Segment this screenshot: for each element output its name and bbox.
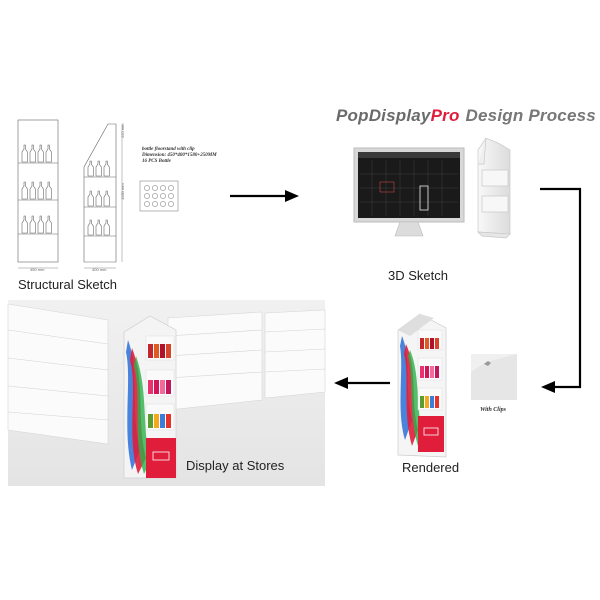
sketch-note-line1: bottle floorstand with clip	[142, 147, 195, 152]
rendered-stand	[397, 313, 447, 458]
caption-3d-sketch: 3D Sketch	[388, 268, 448, 283]
brand-pro: Pro	[430, 106, 460, 125]
front-view-sketch	[17, 119, 59, 269]
clip-detail	[471, 354, 517, 400]
caption-display-at-stores: Display at Stores	[186, 458, 285, 473]
brand-subtitle: Design Process	[465, 106, 596, 125]
store-scene	[7, 300, 326, 486]
sketch-note-line3: 16 PCS Bottle	[142, 159, 171, 164]
caption-structural-sketch: Structural Sketch	[18, 277, 117, 292]
white-stand-3d	[477, 137, 511, 239]
sketch-note-line2: Dimension: 450*400*1580+250MM	[142, 153, 217, 158]
dim-header: 250 mm	[120, 123, 125, 138]
rendered-bottles	[420, 338, 439, 408]
store-stand	[123, 315, 177, 479]
bottle-layout-grid	[139, 180, 179, 212]
arrow-sketch-to-3d	[230, 190, 299, 202]
monitor	[353, 147, 465, 237]
side-view-sketch	[83, 123, 123, 269]
arrow-rendered-to-stores	[334, 377, 390, 389]
dim-width-front: 450 mm	[30, 267, 45, 272]
arrow-3d-to-rendered	[540, 187, 582, 393]
clip-label: With Clips	[480, 407, 506, 413]
brand-name: PopDisplay	[336, 106, 431, 125]
brand-title: PopDisplayPro Design Process	[336, 106, 596, 126]
caption-rendered: Rendered	[402, 460, 460, 475]
front-bottles	[21, 144, 52, 234]
dim-width-side: 400 mm	[92, 267, 107, 272]
dim-height: 1580 mm	[120, 183, 125, 200]
sketch-note: bottle floorstand with clip Dimension: 4…	[142, 147, 232, 165]
